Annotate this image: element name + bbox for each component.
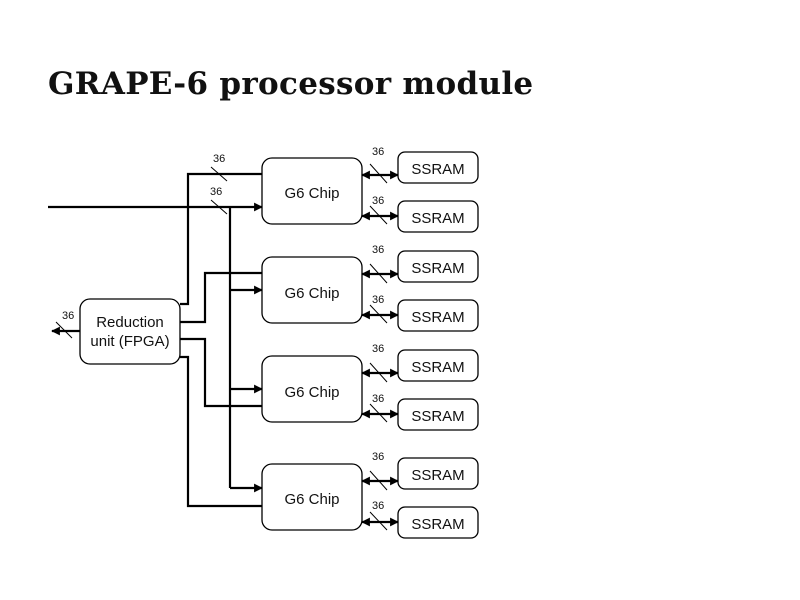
slide-title: GRAPE-6 processor module [48, 66, 534, 102]
chip-2-to-reduction [180, 271, 262, 324]
svg-text:36: 36 [372, 393, 384, 405]
ssram-link-4b: 36 [361, 500, 399, 531]
svg-text:36: 36 [372, 343, 384, 355]
ssram-2a: SSRAM [397, 250, 479, 283]
chip-4-to-reduction [180, 355, 262, 508]
ssram-3b: SSRAM [397, 398, 479, 431]
svg-text:36: 36 [372, 244, 384, 256]
ssram-link-3b: 36 [361, 393, 399, 423]
svg-text:SSRAM: SSRAM [411, 408, 464, 425]
svg-text:SSRAM: SSRAM [411, 467, 464, 484]
ssram-link-1a: 36 [361, 146, 399, 184]
bus-width-marks [55, 166, 228, 339]
g6-chip-3: G6 Chip [261, 355, 363, 423]
svg-text:SSRAM: SSRAM [411, 516, 464, 533]
svg-text:36: 36 [372, 294, 384, 306]
wires [48, 172, 263, 508]
svg-text:SSRAM: SSRAM [411, 210, 464, 227]
chip-label: G6 Chip [284, 185, 339, 202]
chip-label: G6 Chip [284, 285, 339, 302]
ssram-link-4a: 36 [361, 451, 399, 491]
ssram-link-3a: 36 [361, 343, 399, 383]
reduction-unit-label-line1: Reduction [96, 314, 164, 331]
ssram-link-1b: 36 [361, 195, 399, 225]
ssram-4a: SSRAM [397, 457, 479, 490]
ssram-1a: SSRAM [397, 151, 479, 184]
svg-text:36: 36 [372, 146, 384, 158]
chip-label: G6 Chip [284, 384, 339, 401]
svg-text:SSRAM: SSRAM [411, 161, 464, 178]
g6-chip-4: G6 Chip [261, 463, 363, 531]
reduction-unit-label-line2: unit (FPGA) [90, 333, 169, 350]
svg-text:36: 36 [372, 500, 384, 512]
broadcast-bus-width: 36 [210, 186, 222, 198]
chip-3-to-reduction [180, 337, 262, 408]
g6-chip-2: G6 Chip [261, 256, 363, 324]
ssram-2b: SSRAM [397, 299, 479, 332]
svg-text:SSRAM: SSRAM [411, 260, 464, 277]
ssram-link-2b: 36 [361, 294, 399, 324]
g6-chip-1: G6 Chip [261, 157, 363, 225]
svg-text:36: 36 [372, 195, 384, 207]
chip-1-to-reduction [180, 172, 262, 306]
ssram-link-2a: 36 [361, 244, 399, 284]
ssram-4b: SSRAM [397, 506, 479, 539]
svg-text:SSRAM: SSRAM [411, 359, 464, 376]
svg-text:SSRAM: SSRAM [411, 309, 464, 326]
chip-label: G6 Chip [284, 491, 339, 508]
chip-result-bus-width: 36 [213, 153, 225, 165]
ssram-3a: SSRAM [397, 349, 479, 382]
svg-text:36: 36 [372, 451, 384, 463]
reduction-unit: Reduction unit (FPGA) [79, 298, 181, 365]
reduction-output-width: 36 [62, 310, 74, 322]
ssram-1b: SSRAM [397, 200, 479, 233]
